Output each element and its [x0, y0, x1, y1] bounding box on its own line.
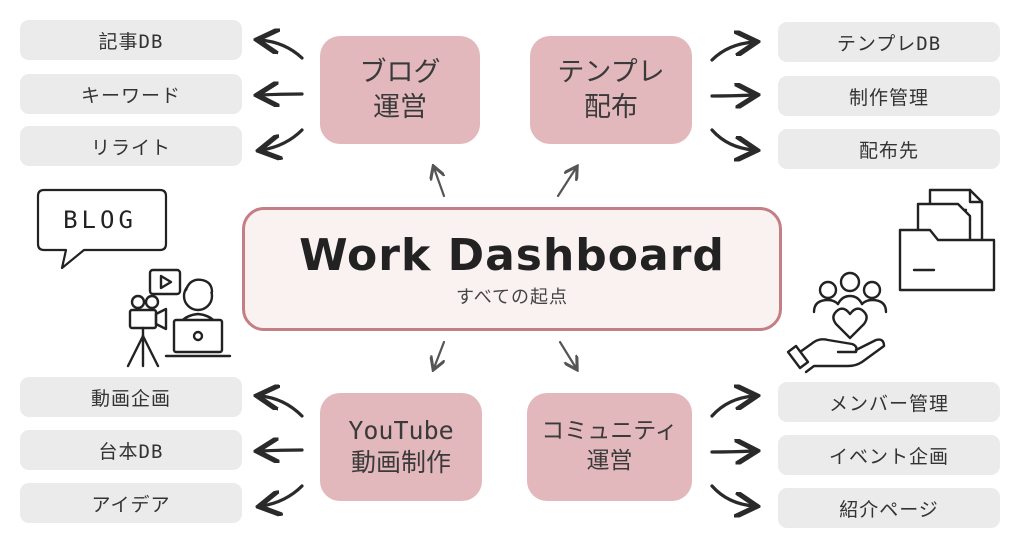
arrow-hub-to-template — [556, 168, 576, 198]
category-community-line2: 運営 — [586, 448, 633, 474]
arrow-blog-to-item-3 — [262, 128, 304, 150]
speech-bubble-icon — [36, 188, 168, 270]
hub-subtitle: すべての起点 — [455, 286, 569, 308]
speech-bubble-label: BLOG — [63, 206, 137, 234]
arrow-template-to-item-2 — [710, 95, 754, 96]
template-item-production-management[interactable]: 制作管理 — [778, 76, 1000, 116]
arrow-blog-to-item-1 — [260, 40, 304, 60]
category-youtube[interactable]: YouTube 動画制作 — [320, 393, 482, 501]
community-hand-heart-icon — [786, 271, 888, 374]
arrow-community-to-item-3 — [710, 484, 754, 506]
blog-item-article-db[interactable]: 記事DB — [20, 20, 242, 60]
youtube-item-ideas[interactable]: アイデア — [20, 483, 242, 523]
template-item-distribution-destination[interactable]: 配布先 — [778, 129, 1000, 169]
blog-item-rewrite[interactable]: リライト — [20, 126, 242, 166]
youtube-item-script-db[interactable]: 台本DB — [20, 430, 242, 470]
youtube-item-video-planning[interactable]: 動画企画 — [20, 377, 242, 417]
blog-item-keyword[interactable]: キーワード — [20, 74, 242, 114]
arrow-template-to-item-1 — [710, 42, 754, 62]
arrow-youtube-to-item-2 — [260, 450, 304, 451]
arrow-youtube-to-item-3 — [262, 484, 304, 506]
arrow-blog-to-item-2 — [260, 94, 304, 95]
arrow-template-to-item-3 — [710, 128, 754, 150]
category-blog-line1: ブログ — [359, 56, 441, 88]
arrow-community-to-item-1 — [710, 396, 754, 418]
template-item-template-db[interactable]: テンプレDB — [778, 22, 1000, 62]
video-creator-icon — [126, 268, 232, 368]
category-template[interactable]: テンプレ 配布 — [530, 36, 692, 144]
category-blog[interactable]: ブログ 運営 — [320, 36, 480, 144]
category-community-line1: コミュニティ — [541, 418, 678, 445]
category-blog-line2: 運営 — [373, 92, 427, 123]
arrow-hub-to-community — [558, 340, 576, 368]
category-template-line2: 配布 — [584, 92, 638, 123]
folder-documents-icon — [898, 188, 996, 292]
arrow-hub-to-youtube — [434, 340, 444, 368]
hub-work-dashboard[interactable]: Work Dashboard すべての起点 — [242, 207, 782, 331]
category-youtube-line2: 動画制作 — [350, 448, 451, 477]
category-youtube-line1: YouTube — [348, 415, 454, 445]
arrow-community-to-item-2 — [710, 451, 754, 452]
community-item-introduction-page[interactable]: 紹介ページ — [778, 488, 1000, 528]
community-item-event-planning[interactable]: イベント企画 — [778, 435, 1000, 475]
hub-title: Work Dashboard — [299, 229, 725, 281]
community-item-member-management[interactable]: メンバー管理 — [778, 382, 1000, 422]
category-template-line1: テンプレ — [557, 56, 665, 88]
arrow-hub-to-blog — [434, 168, 446, 198]
arrow-youtube-to-item-1 — [260, 396, 304, 418]
category-community[interactable]: コミュニティ 運営 — [527, 393, 692, 501]
